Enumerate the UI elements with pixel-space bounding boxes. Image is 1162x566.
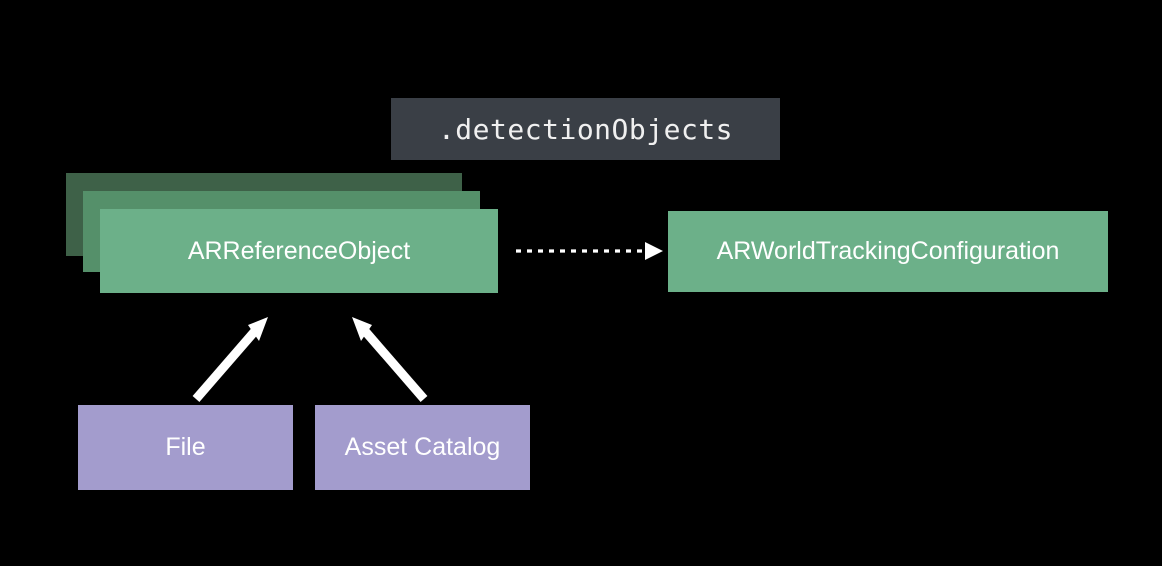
edge-file-to-reference-object bbox=[192, 317, 268, 402]
file-source-box: File bbox=[78, 405, 293, 490]
asset-catalog-source-box: Asset Catalog bbox=[315, 405, 530, 490]
reference-object-card-front: ARReferenceObject bbox=[100, 209, 498, 293]
detection-objects-chip: .detectionObjects bbox=[391, 98, 780, 160]
edge-asset-catalog-to-reference-object bbox=[352, 317, 428, 402]
reference-object-card-stack: ARReferenceObject bbox=[66, 173, 498, 293]
edge-reference-object-to-world-tracking bbox=[516, 242, 663, 260]
world-tracking-configuration-box: ARWorldTrackingConfiguration bbox=[668, 211, 1108, 292]
